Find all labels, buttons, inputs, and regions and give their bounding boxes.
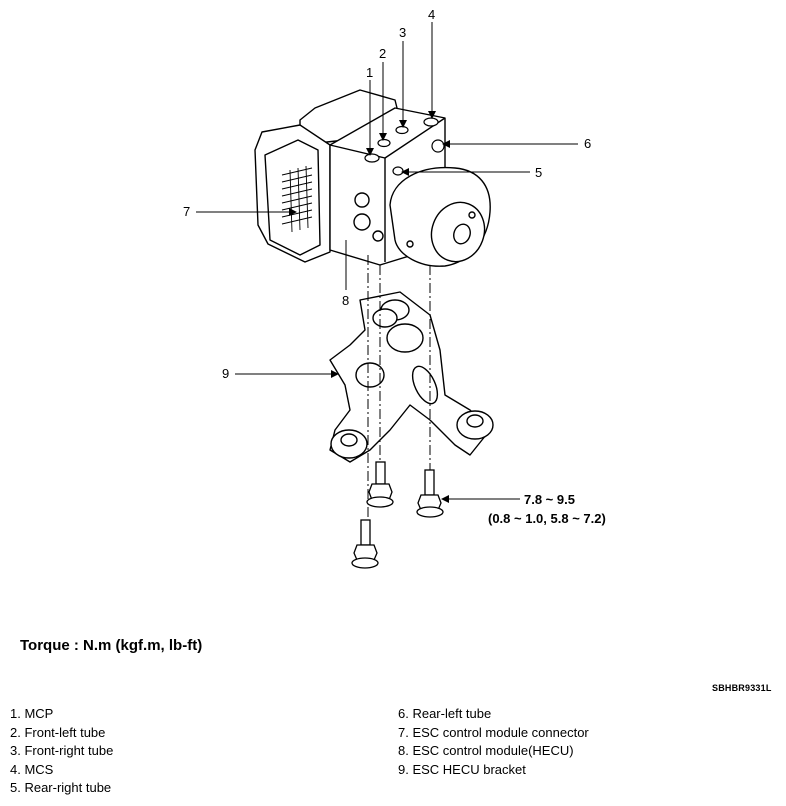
- legend-item: 3. Front-right tube: [10, 743, 114, 759]
- grommet-left: [330, 429, 368, 459]
- legend-item: 4. MCS: [10, 761, 54, 777]
- bolt-3: [351, 519, 379, 569]
- legend-right: 6. Rear-left tube 7. ESC control module …: [398, 705, 589, 779]
- figure-code: SBHBR9331L: [712, 683, 772, 693]
- connector-pins: [281, 165, 313, 233]
- legend-item: 7. ESC control module connector: [398, 724, 589, 740]
- torque-conversion: (0.8 ~ 1.0, 5.8 ~ 7.2): [488, 511, 606, 526]
- callout-9: 9: [222, 366, 229, 381]
- callout-6: 6: [584, 136, 591, 151]
- callout-1: 1: [366, 65, 373, 80]
- callout-8: 8: [342, 293, 349, 308]
- grommet-top: [372, 308, 398, 328]
- legend-left: 1. MCP 2. Front-left tube 3. Front-right…: [10, 705, 113, 798]
- callout-7: 7: [183, 204, 190, 219]
- hecu-unit: [254, 89, 491, 267]
- bolt-1: [366, 461, 394, 508]
- mounting-bolts: [351, 461, 444, 569]
- callout-5: 5: [535, 165, 542, 180]
- torque-value: 7.8 ~ 9.5: [524, 492, 575, 507]
- grommet-right: [456, 410, 494, 440]
- legend-item: 6. Rear-left tube: [398, 706, 492, 721]
- callout-3: 3: [399, 25, 406, 40]
- esc-hecu-exploded-diagram: 1 2 3 4 5 6 7 8 9 7.8 ~ 9.5 (0.8 ~ 1.0, …: [183, 7, 606, 569]
- legend-item: 1. MCP: [10, 706, 54, 721]
- callout-2: 2: [379, 46, 386, 61]
- legend-item: 5. Rear-right tube: [10, 780, 112, 796]
- torque-heading: Torque : N.m (kgf.m, lb-ft): [20, 637, 203, 654]
- alignment-lines: [367, 255, 431, 520]
- hecu-bracket: [329, 291, 494, 463]
- bolt-2: [416, 469, 444, 518]
- legend-item: 9. ESC HECU bracket: [398, 761, 526, 777]
- legend-item: 8. ESC control module(HECU): [398, 743, 574, 759]
- callout-4: 4: [428, 7, 435, 22]
- legend-item: 2. Front-left tube: [10, 724, 106, 740]
